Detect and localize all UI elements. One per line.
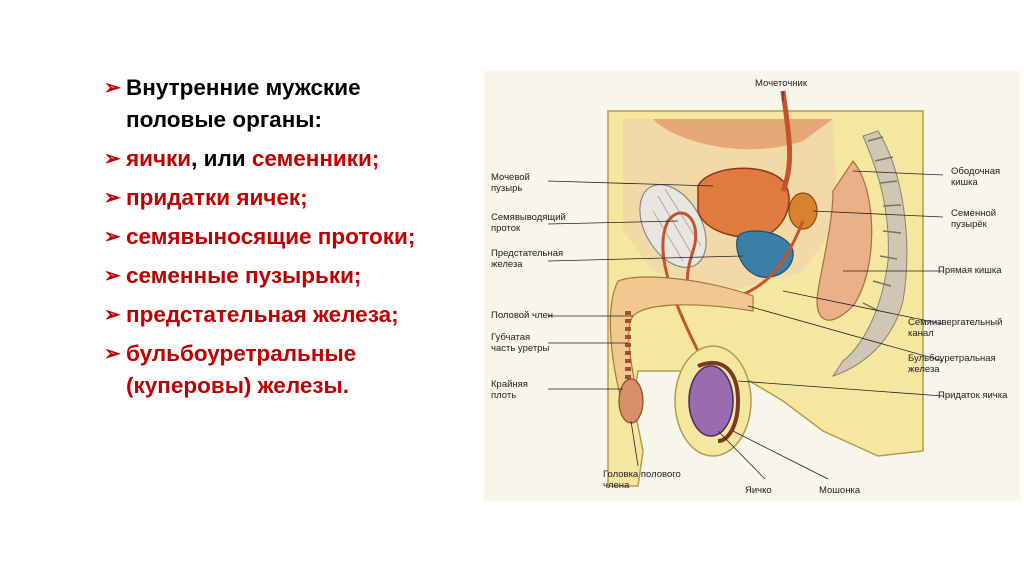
- bullet-text: придатки яичек;: [126, 185, 308, 210]
- label-epididymis: Придаток яичка: [938, 390, 1007, 401]
- bullet-item: ➢семявыносящие протоки;: [104, 221, 464, 253]
- bullet-text: семявыносящие протоки;: [126, 224, 415, 249]
- bullet-item: ➢придатки яичек;: [104, 182, 464, 214]
- arrow-bullet-icon: ➢: [104, 182, 121, 214]
- label-bulbourethral: Бульбоуретральная железа: [908, 353, 1013, 375]
- bullet-text-part: Внутренние мужские половые органы:: [126, 75, 361, 132]
- arrow-bullet-icon: ➢: [104, 338, 121, 370]
- bullet-text-part: , или: [191, 146, 245, 171]
- label-spongy-urethra: Губчатая часть уретры: [491, 332, 556, 354]
- bullet-item: ➢семенные пузырьки;: [104, 260, 464, 292]
- label-colon: Ободочная кишка: [951, 166, 1011, 188]
- label-bladder: Мочевой пузырь: [491, 172, 551, 194]
- anatomy-figure: Мочеточник Мочевой пузырь Семявыводящий …: [483, 71, 1021, 501]
- label-ureter: Мочеточник: [755, 78, 807, 89]
- arrow-bullet-icon: ➢: [104, 221, 121, 253]
- anatomy-drawing: [483, 71, 1021, 501]
- glans-shape: [619, 379, 643, 423]
- bullet-text: семенные пузырьки;: [126, 263, 361, 288]
- label-glans: Головка полового члена: [603, 469, 683, 491]
- label-testis: Яичко: [745, 485, 772, 496]
- arrow-bullet-icon: ➢: [104, 299, 121, 331]
- bullet-text-part: яички: [126, 146, 191, 171]
- label-penis: Половой член: [491, 310, 553, 321]
- arrow-bullet-icon: ➢: [104, 260, 121, 292]
- bullet-item: ➢Внутренние мужские половые органы:: [104, 72, 464, 136]
- label-seminal-vesicle: Семенной пузырёк: [951, 208, 1011, 230]
- label-rectum: Прямая кишка: [938, 265, 1001, 276]
- bullet-text: предстательная железа;: [126, 302, 399, 327]
- label-prostate: Предстательная железа: [491, 248, 566, 270]
- bullet-item: ➢предстательная железа;: [104, 299, 464, 331]
- label-vas-deferens: Семявыводящий проток: [491, 212, 561, 234]
- bullet-text: Внутренние мужские половые органы:: [126, 75, 361, 132]
- bullet-text: бульбоуретральные (куперовы) железы.: [126, 341, 356, 398]
- bullet-list: ➢Внутренние мужские половые органы: ➢яич…: [104, 72, 464, 409]
- label-scrotum: Мошонка: [819, 485, 860, 496]
- bullet-item: ➢яички, или семенники;: [104, 143, 464, 175]
- bullet-item: ➢бульбоуретральные (куперовы) железы.: [104, 338, 464, 402]
- label-ejaculatory-duct: Семяизвергательный канал: [908, 317, 1016, 339]
- arrow-bullet-icon: ➢: [104, 143, 121, 175]
- bullet-text: яички, или семенники;: [126, 146, 379, 171]
- testis-shape: [689, 366, 733, 436]
- label-foreskin: Крайняя плоть: [491, 379, 536, 401]
- arrow-bullet-icon: ➢: [104, 72, 121, 104]
- bladder-shape: [698, 168, 789, 237]
- bullet-text-part: семенники;: [246, 146, 380, 171]
